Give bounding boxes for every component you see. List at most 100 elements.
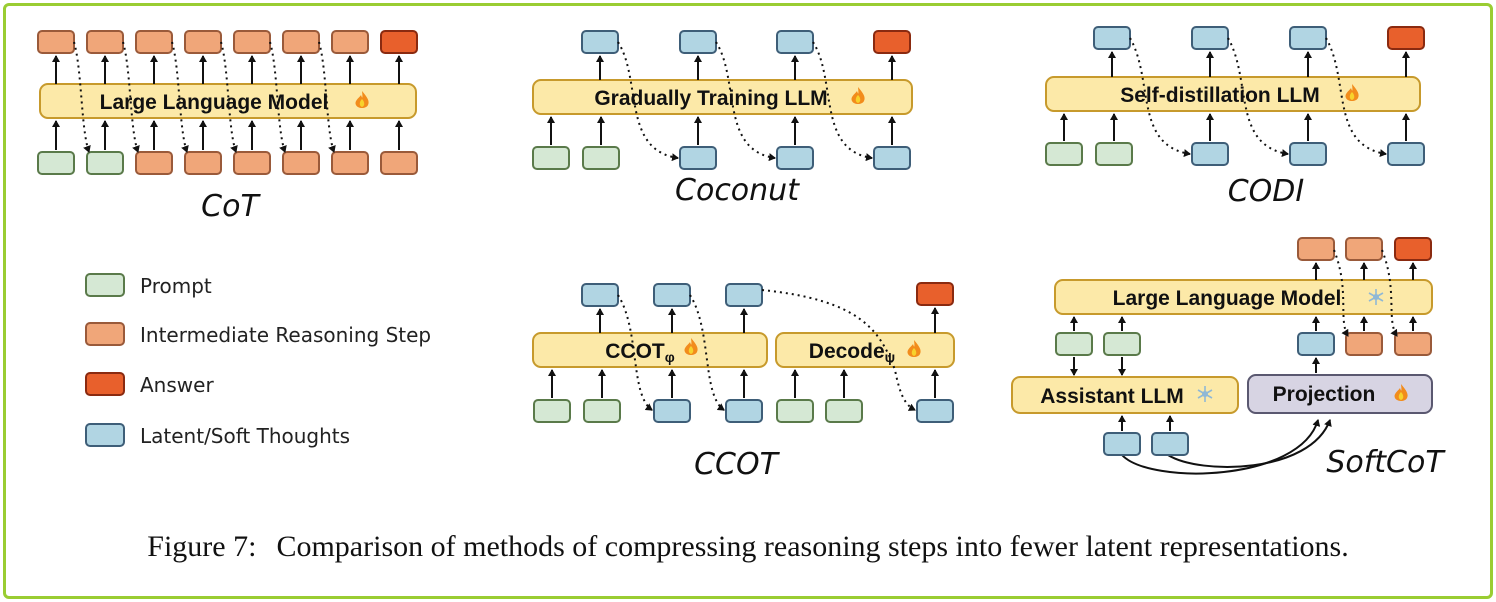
reasoning-step-token — [380, 151, 418, 175]
legend-swatch-step — [85, 322, 125, 346]
reasoning-step-token — [331, 151, 369, 175]
feedback-dotted-arrow — [318, 41, 336, 153]
feedback-dotted-arrow — [220, 41, 238, 153]
reasoning-step-token — [1345, 237, 1383, 261]
prompt-token — [1045, 142, 1083, 166]
latent-thought-token — [1191, 142, 1229, 166]
answer-token — [380, 30, 418, 54]
feedback-dotted-arrow — [1381, 249, 1398, 337]
reasoning-step-token — [282, 30, 320, 54]
latent-thought-token — [776, 146, 814, 170]
latent-thought-token — [1289, 142, 1327, 166]
feedback-dotted-arrow — [171, 41, 189, 153]
reasoning-step-token — [1394, 332, 1432, 356]
assistant-llm-bar — [1011, 376, 1239, 414]
figure-caption: Figure 7: Comparison of methods of compre… — [0, 530, 1496, 564]
legend-label-latent: Latent/Soft Thoughts — [140, 424, 350, 448]
reasoning-step-token — [37, 30, 75, 54]
reasoning-step-token — [1297, 237, 1335, 261]
coconut-model-bar — [532, 79, 913, 115]
assistant-llm-label: Assistant LLM — [1040, 385, 1184, 408]
prompt-token — [776, 399, 814, 423]
coconut-panel: Gradually Training LLM Coconut — [532, 30, 913, 208]
projection-label: Projection — [1273, 383, 1376, 406]
reasoning-step-token — [233, 30, 271, 54]
prompt-token — [37, 151, 75, 175]
latent-thought-token — [1289, 26, 1327, 50]
prompt-token — [532, 146, 570, 170]
reasoning-step-token — [233, 151, 271, 175]
coconut-method-label: Coconut — [675, 173, 800, 208]
feedback-dotted-arrow — [1325, 37, 1387, 157]
feedback-dotted-arrow — [617, 294, 653, 411]
prompt-token — [86, 151, 124, 175]
latent-thought-token — [581, 30, 619, 54]
latent-thought-token — [1093, 26, 1131, 50]
legend-swatch-answer — [85, 372, 125, 396]
latent-thought-token — [653, 283, 691, 307]
ccot-decoder-bar — [775, 332, 955, 368]
latent-thought-token — [679, 146, 717, 170]
reasoning-step-token — [86, 30, 124, 54]
latent-thought-token — [653, 399, 691, 423]
ccot-encoder-bar — [532, 332, 768, 368]
prompt-token — [1055, 332, 1093, 356]
ccot-decoder-label: Decodeψ — [809, 340, 895, 365]
feedback-dotted-arrow — [761, 289, 916, 411]
latent-thought-token — [1387, 142, 1425, 166]
feedback-dotted-arrow — [1227, 37, 1289, 157]
codi-method-label: CODI — [1228, 174, 1305, 209]
feedback-dotted-arrow — [812, 41, 873, 162]
softcot-method-label: SoftCoT — [1326, 445, 1446, 480]
prompt-token — [533, 399, 571, 423]
feedback-dotted-arrow — [715, 41, 776, 162]
latent-thought-token — [873, 146, 911, 170]
coconut-model-label: Gradually Training LLM — [594, 87, 827, 110]
feedback-dotted-arrow — [689, 294, 725, 411]
feedback-dotted-arrow — [1129, 37, 1191, 157]
reasoning-step-token — [1345, 332, 1383, 356]
reasoning-step-token — [184, 151, 222, 175]
softcot-model-bar — [1054, 279, 1433, 315]
latent-thought-token — [725, 283, 763, 307]
latent-thought-token — [581, 283, 619, 307]
answer-token — [1387, 26, 1425, 50]
answer-token — [873, 30, 911, 54]
feedback-dotted-arrow — [122, 41, 140, 153]
reasoning-step-token — [135, 30, 173, 54]
legend-swatch-latent — [85, 423, 125, 447]
legend: Prompt Intermediate Reasoning Step Answe… — [85, 273, 431, 448]
reasoning-step-token — [331, 30, 369, 54]
prompt-token — [583, 399, 621, 423]
codi-model-label: Self-distillation LLM — [1120, 84, 1320, 107]
reasoning-step-token — [282, 151, 320, 175]
caption-text: Comparison of methods of compressing rea… — [276, 530, 1349, 563]
softcot-panel: Large Language Model Assistant LLM Proje… — [1011, 237, 1446, 480]
ccot-method-label: CCOT — [694, 447, 781, 482]
prompt-token — [582, 146, 620, 170]
legend-swatch-prompt — [85, 273, 125, 297]
answer-token — [1394, 237, 1432, 261]
ccot-encoder-label: CCOTφ — [605, 340, 675, 365]
latent-thought-token — [725, 399, 763, 423]
reasoning-step-token — [184, 30, 222, 54]
legend-label-answer: Answer — [140, 373, 214, 397]
prompt-token — [825, 399, 863, 423]
legend-label-prompt: Prompt — [140, 274, 212, 298]
cot-method-label: CoT — [201, 189, 261, 224]
codi-model-bar — [1045, 76, 1421, 112]
projection-bar — [1247, 374, 1433, 414]
latent-thought-token — [1191, 26, 1229, 50]
prompt-token — [1095, 142, 1133, 166]
reasoning-step-token — [135, 151, 173, 175]
latent-thought-token — [1103, 432, 1141, 456]
projection-feedback-arrow — [1167, 419, 1332, 468]
latent-thought-token — [1151, 432, 1189, 456]
latent-thought-token — [679, 30, 717, 54]
codi-panel: Self-distillation LLM CODI — [1045, 26, 1425, 209]
feedback-dotted-arrow — [73, 41, 91, 153]
latent-thought-token — [776, 30, 814, 54]
softcot-model-label: Large Language Model — [1113, 287, 1342, 310]
figure-number: Figure 7: — [147, 530, 257, 563]
